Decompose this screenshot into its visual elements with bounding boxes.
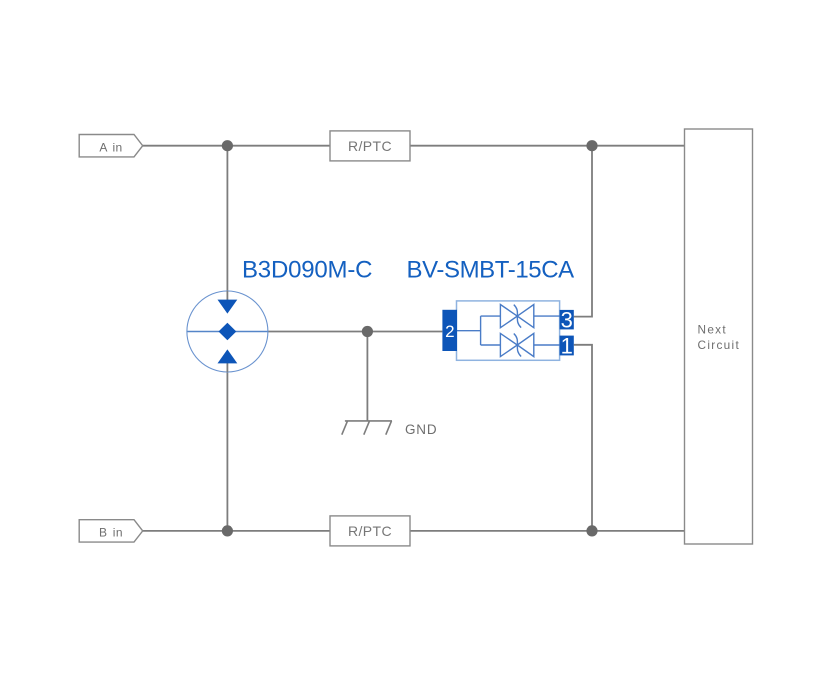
svg-text:B3D090M-C: B3D090M-C	[242, 257, 372, 284]
svg-text:GND: GND	[405, 422, 437, 437]
svg-text:Circuit: Circuit	[698, 338, 741, 352]
svg-text:A in: A in	[99, 140, 122, 154]
svg-text:3: 3	[561, 308, 573, 333]
svg-text:1: 1	[561, 333, 573, 358]
svg-text:Next: Next	[698, 322, 727, 336]
svg-text:B in: B in	[99, 525, 123, 539]
svg-text:2: 2	[445, 322, 454, 341]
svg-text:R/PTC: R/PTC	[348, 138, 392, 154]
svg-text:R/PTC: R/PTC	[348, 523, 392, 539]
svg-text:BV-SMBT-15CA: BV-SMBT-15CA	[407, 257, 575, 284]
